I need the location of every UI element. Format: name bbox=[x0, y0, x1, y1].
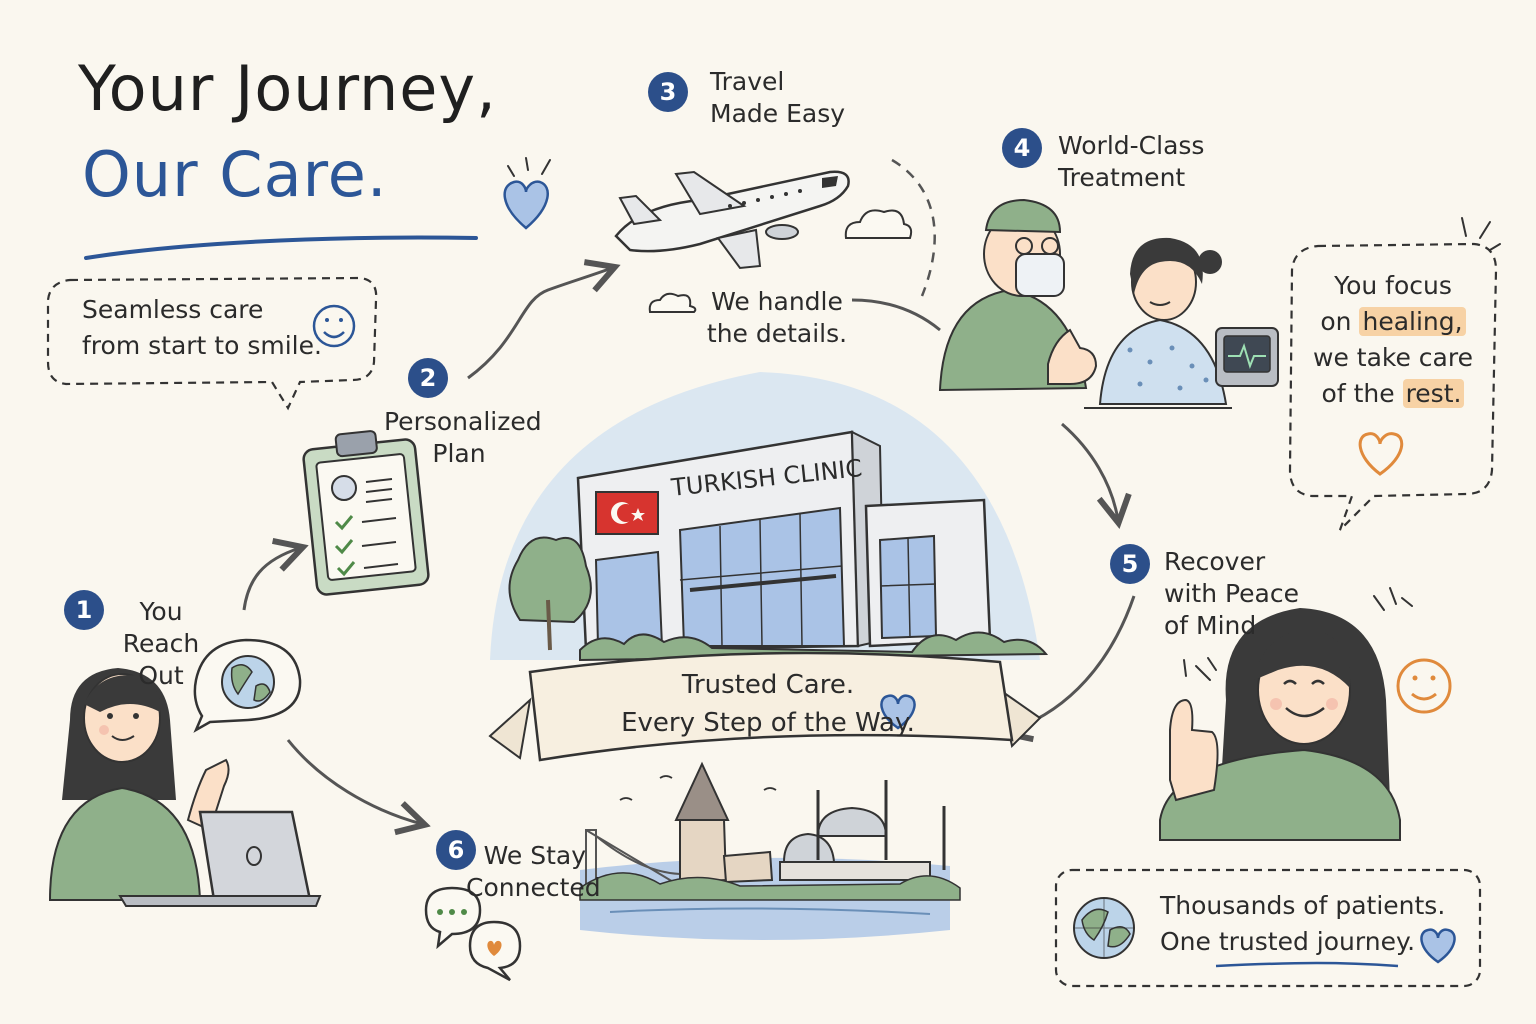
speech-bubble-top bbox=[46, 276, 378, 411]
orange-smiley-icon bbox=[1396, 658, 1452, 714]
step-6-badge: 6 bbox=[436, 830, 476, 870]
step-4-badge: 4 bbox=[1002, 128, 1042, 168]
banner-ribbon bbox=[488, 651, 1042, 762]
speech-right-line4: of the rest. bbox=[1300, 376, 1486, 412]
step-1-line2: Out bbox=[138, 661, 184, 690]
highlight-rest: rest. bbox=[1402, 379, 1465, 408]
page-title-line1: Your Journey, bbox=[78, 52, 497, 125]
step-4-line2: Treatment bbox=[1058, 163, 1186, 192]
cloud-icon bbox=[648, 209, 913, 313]
arrow-1-to-6 bbox=[286, 739, 422, 824]
chat-bubbles-icon bbox=[424, 886, 522, 982]
step-6-label: We Stay Connected bbox=[466, 840, 601, 904]
banner-heart-icon bbox=[880, 694, 916, 730]
step-3-line2: Made Easy bbox=[710, 99, 846, 128]
step-2-line2: Plan bbox=[432, 439, 486, 468]
speech-right-line1: You focus bbox=[1334, 271, 1452, 300]
bottom-box-text: Thousands of patients. One trusted journ… bbox=[1160, 888, 1445, 960]
airplane-illustration bbox=[614, 170, 850, 270]
step-3-label: Travel Made Easy bbox=[710, 66, 845, 130]
travel-note-line1: We handle bbox=[711, 287, 843, 316]
arrow-2-to-3 bbox=[467, 268, 612, 380]
speech-bubble-right bbox=[1288, 242, 1498, 531]
step-5-line1: Recover bbox=[1164, 547, 1266, 576]
step-6-line1: We Stay bbox=[483, 841, 586, 870]
step-5-line2: with Peace bbox=[1164, 579, 1299, 608]
step-1-badge: 1 bbox=[64, 590, 104, 630]
step-6-line2: Connected bbox=[466, 873, 601, 902]
page-title-line2: Our Care. bbox=[82, 138, 388, 211]
orange-heart-icon bbox=[1358, 432, 1404, 476]
dash-plane-trail bbox=[891, 158, 936, 297]
blue-heart-icon bbox=[503, 157, 551, 230]
banner-line1: Trusted Care. bbox=[681, 670, 855, 700]
travel-note: We handle the details. bbox=[702, 286, 852, 350]
step-5-badge: 5 bbox=[1110, 544, 1150, 584]
step-1-label: You Reach Out bbox=[106, 596, 216, 692]
step-5-label: Recover with Peace of Mind bbox=[1164, 546, 1299, 642]
arrow-1-to-2 bbox=[242, 548, 300, 611]
smiley-icon bbox=[312, 304, 356, 348]
globe-speech-bubble bbox=[193, 638, 302, 733]
banner-text: Trusted Care. Every Step of the Way. bbox=[548, 666, 988, 742]
speech-right-text: You focus on healing, we take care of th… bbox=[1300, 268, 1486, 412]
speech-right-line3: we take care bbox=[1313, 343, 1473, 372]
step-4-line1: World-Class bbox=[1058, 131, 1205, 160]
speech-top-line2: from start to smile. bbox=[82, 331, 322, 360]
bottom-box-line1: Thousands of patients. bbox=[1160, 891, 1446, 920]
step-3-badge: 3 bbox=[648, 72, 688, 112]
tree-icon bbox=[508, 536, 592, 651]
bottom-dashed-box bbox=[1054, 868, 1482, 988]
clinic-building-illustration bbox=[576, 430, 992, 652]
step-1-line1: You Reach bbox=[122, 597, 200, 658]
trusted-underline bbox=[1215, 961, 1399, 968]
woman-laptop-illustration bbox=[48, 668, 322, 907]
banner-line2: Every Step of the Way. bbox=[621, 708, 915, 738]
step-2-badge: 2 bbox=[408, 358, 448, 398]
travel-note-line2: the details. bbox=[706, 319, 848, 348]
bottom-box-line2: One trusted journey. bbox=[1160, 927, 1416, 956]
title-underline bbox=[84, 235, 478, 260]
globe-icon bbox=[1073, 897, 1135, 959]
highlight-healing: healing, bbox=[1359, 307, 1466, 336]
sparks-right bbox=[1461, 217, 1501, 251]
speech-right-line2: on healing, bbox=[1300, 304, 1486, 340]
bottom-heart-icon bbox=[1420, 928, 1456, 964]
step-4-label: World-Class Treatment bbox=[1058, 130, 1204, 194]
speech-top-line1: Seamless care bbox=[82, 295, 264, 324]
clipboard-icon bbox=[302, 430, 430, 596]
shrubs bbox=[579, 631, 1049, 662]
step-5-line3: of Mind bbox=[1164, 611, 1257, 640]
doctor-patient-illustration bbox=[938, 198, 1279, 409]
arrow-4-to-5 bbox=[1061, 422, 1118, 520]
step-2-label: Personalized Plan bbox=[384, 406, 542, 470]
step-2-line1: Personalized bbox=[384, 407, 542, 436]
step-3-line1: Travel bbox=[710, 67, 785, 96]
happy-woman-illustration bbox=[1159, 587, 1413, 841]
arrow-3-to-4 bbox=[851, 298, 941, 332]
istanbul-skyline-illustration bbox=[579, 761, 961, 940]
speech-top-text: Seamless care from start to smile. bbox=[82, 292, 322, 364]
